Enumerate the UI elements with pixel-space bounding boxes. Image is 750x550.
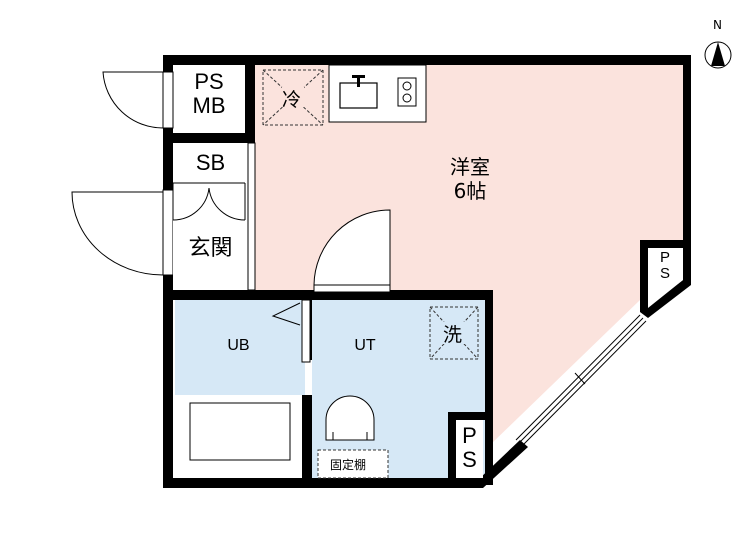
ps-right-p: P [659, 249, 670, 266]
ps-right-s: S [659, 265, 670, 282]
mb-label: MB [192, 93, 226, 118]
room-door[interactable] [313, 209, 391, 293]
ut-label: UT [354, 337, 376, 354]
ps-right-label: P S [653, 250, 677, 282]
ps-label: PS [194, 69, 224, 94]
ps-bottom-p: P [462, 423, 477, 448]
western-room-size: 6帖 [453, 179, 487, 203]
washer-label: 洗 [443, 324, 463, 346]
ps-bottom-label: P S [456, 424, 483, 472]
ub-door[interactable] [271, 302, 301, 326]
psmb-door[interactable] [102, 71, 164, 129]
fridge-label: 冷 [282, 89, 302, 111]
toilet[interactable] [325, 395, 375, 441]
fixed-shelf-label: 固定棚 [330, 458, 367, 472]
sb-label: SB [195, 150, 226, 175]
entrance-label: 玄関 [188, 236, 233, 261]
western-room-floor [255, 65, 683, 445]
entrance-door[interactable] [71, 191, 164, 276]
entrance-area [173, 143, 248, 290]
compass-icon [704, 41, 732, 69]
ps-mb-label: PS MB [173, 70, 245, 118]
shoebox-doors[interactable] [172, 183, 246, 221]
unit-bath-floor [175, 300, 305, 395]
stove-icon[interactable] [397, 77, 417, 107]
ub-label: UB [227, 337, 250, 354]
western-room-type: 洋室 [450, 155, 490, 179]
compass-label: N [713, 18, 722, 32]
ps-bottom-s: S [462, 447, 477, 472]
sink[interactable] [339, 82, 378, 109]
western-room-label: 洋室 6帖 [425, 155, 515, 203]
window-diagonal [515, 314, 647, 447]
fixed-shelf [317, 449, 389, 479]
